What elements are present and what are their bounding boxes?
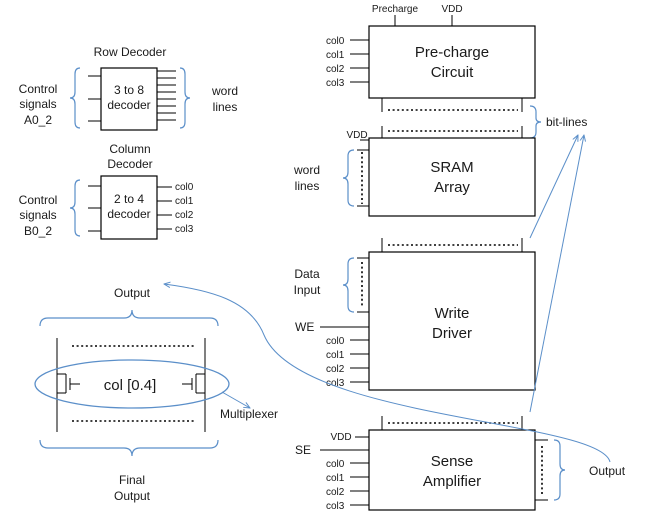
sense-output-brace bbox=[553, 439, 566, 501]
mux-center-label: col [0.4] bbox=[104, 377, 157, 394]
mux-label: Multiplexer bbox=[220, 407, 278, 421]
row-decoder: Row Decoder Control signals A0_2 3 to 8 … bbox=[19, 45, 238, 131]
mux-final-output-label-2: Output bbox=[114, 489, 151, 503]
column-decoder-title-1: Column bbox=[109, 142, 150, 156]
mux-left-transistor bbox=[57, 373, 80, 394]
sense-col-inputs bbox=[350, 462, 369, 506]
sense-col1: col1 bbox=[326, 473, 345, 484]
col-output-lines bbox=[157, 186, 172, 230]
precharge-col2: col2 bbox=[326, 64, 345, 75]
mux-block: Output col [0.4] Multiplexer Final Outpu… bbox=[34, 286, 278, 503]
col-control-brace bbox=[69, 179, 81, 237]
column-decoder-box-label-2: decoder bbox=[107, 207, 150, 221]
col-input-lines bbox=[88, 185, 101, 232]
row-decoder-box-label-1: 3 to 8 bbox=[114, 83, 144, 97]
sense-se-label: SE bbox=[295, 443, 311, 457]
row-control-label-2: signals bbox=[19, 97, 56, 111]
row-control-label-1: Control bbox=[19, 82, 58, 96]
mux-right-transistor bbox=[182, 373, 205, 394]
write-driver-block: Write Driver Data Input WE col0 col1 col… bbox=[294, 238, 536, 391]
sram-array-box bbox=[368, 137, 536, 217]
output-feedback-arrow bbox=[164, 284, 611, 463]
mux-bottom-brace bbox=[39, 439, 219, 457]
sense-output-label: Output bbox=[589, 464, 626, 478]
sense-amp-block: VDD Sense Amplifier SE col0 col1 col2 co… bbox=[295, 416, 626, 512]
bitlines-brace bbox=[529, 105, 542, 139]
precharge-col3: col3 bbox=[326, 78, 345, 89]
write-data-brace bbox=[342, 257, 355, 313]
col-decoder-out-col2: col2 bbox=[175, 210, 194, 221]
row-input-lines bbox=[88, 75, 101, 122]
sense-amp-label-2: Amplifier bbox=[423, 473, 481, 490]
bitlines-label: bit-lines bbox=[546, 115, 587, 129]
mux-top-output-label: Output bbox=[114, 286, 151, 300]
write-col-inputs bbox=[350, 339, 369, 383]
write-col2: col2 bbox=[326, 364, 345, 375]
precharge-block: Precharge VDD Pre-charge Circuit col0 co… bbox=[326, 4, 536, 112]
write-driver-label-1: Write bbox=[435, 305, 470, 322]
col-control-label-2: signals bbox=[19, 208, 56, 222]
precharge-col1: col1 bbox=[326, 50, 345, 61]
mux-final-output-label-1: Final bbox=[119, 473, 145, 487]
row-output-label-2: lines bbox=[213, 100, 238, 114]
sram-label-1: SRAM bbox=[430, 159, 473, 176]
write-data-input-label-2: Input bbox=[294, 283, 321, 297]
col-control-label-1: Control bbox=[19, 193, 58, 207]
sram-wordline-brace bbox=[342, 149, 355, 207]
row-output-lines bbox=[157, 70, 176, 121]
write-data-input-label-1: Data bbox=[294, 267, 320, 281]
sense-amp-label-1: Sense bbox=[431, 453, 474, 470]
column-decoder-title-2: Decoder bbox=[107, 157, 152, 171]
column-decoder-box bbox=[100, 175, 158, 240]
sram-wordlines-label-2: lines bbox=[295, 179, 320, 193]
row-output-brace bbox=[179, 67, 191, 129]
row-decoder-title: Row Decoder bbox=[94, 45, 167, 59]
sense-col0: col0 bbox=[326, 459, 345, 470]
write-driver-label-2: Driver bbox=[432, 325, 472, 342]
column-decoder: Column Decoder Control signals B0_2 2 to… bbox=[19, 142, 194, 240]
bitline-arrows bbox=[529, 135, 584, 413]
precharge-vdd-label: VDD bbox=[441, 4, 462, 15]
write-col0: col0 bbox=[326, 336, 345, 347]
sram-vdd-label: VDD bbox=[346, 130, 367, 141]
sense-vdd-label: VDD bbox=[330, 432, 351, 443]
write-driver-box bbox=[368, 251, 536, 391]
precharge-label-1: Pre-charge bbox=[415, 44, 489, 61]
precharge-col0: col0 bbox=[326, 36, 345, 47]
precharge-pin-label: Precharge bbox=[372, 4, 419, 15]
row-decoder-box bbox=[100, 67, 158, 131]
col-decoder-out-col3: col3 bbox=[175, 224, 194, 235]
write-we-label: WE bbox=[295, 320, 314, 334]
col-decoder-out-col1: col1 bbox=[175, 196, 194, 207]
column-decoder-box-label-1: 2 to 4 bbox=[114, 192, 144, 206]
sense-col3: col3 bbox=[326, 501, 345, 512]
precharge-label-2: Circuit bbox=[431, 64, 474, 81]
sense-amp-box bbox=[368, 429, 536, 511]
row-control-label-3: A0_2 bbox=[24, 113, 52, 127]
sram-array-block: VDD SRAM Array word lines bbox=[293, 126, 536, 217]
row-output-label-1: word bbox=[211, 84, 238, 98]
mux-top-brace bbox=[39, 309, 219, 327]
mux-ellipse bbox=[34, 359, 230, 409]
col-decoder-out-col0: col0 bbox=[175, 182, 194, 193]
sense-col2: col2 bbox=[326, 487, 345, 498]
write-col3: col3 bbox=[326, 378, 345, 389]
sram-label-2: Array bbox=[434, 179, 470, 196]
col-control-label-3: B0_2 bbox=[24, 224, 52, 238]
precharge-col-inputs bbox=[350, 39, 369, 83]
write-col1: col1 bbox=[326, 350, 345, 361]
mux-pointer-arrow bbox=[221, 391, 250, 408]
sram-wordlines-label-1: word bbox=[293, 163, 320, 177]
row-decoder-box-label-2: decoder bbox=[107, 98, 150, 112]
row-control-brace bbox=[69, 67, 81, 129]
precharge-box bbox=[368, 25, 536, 99]
